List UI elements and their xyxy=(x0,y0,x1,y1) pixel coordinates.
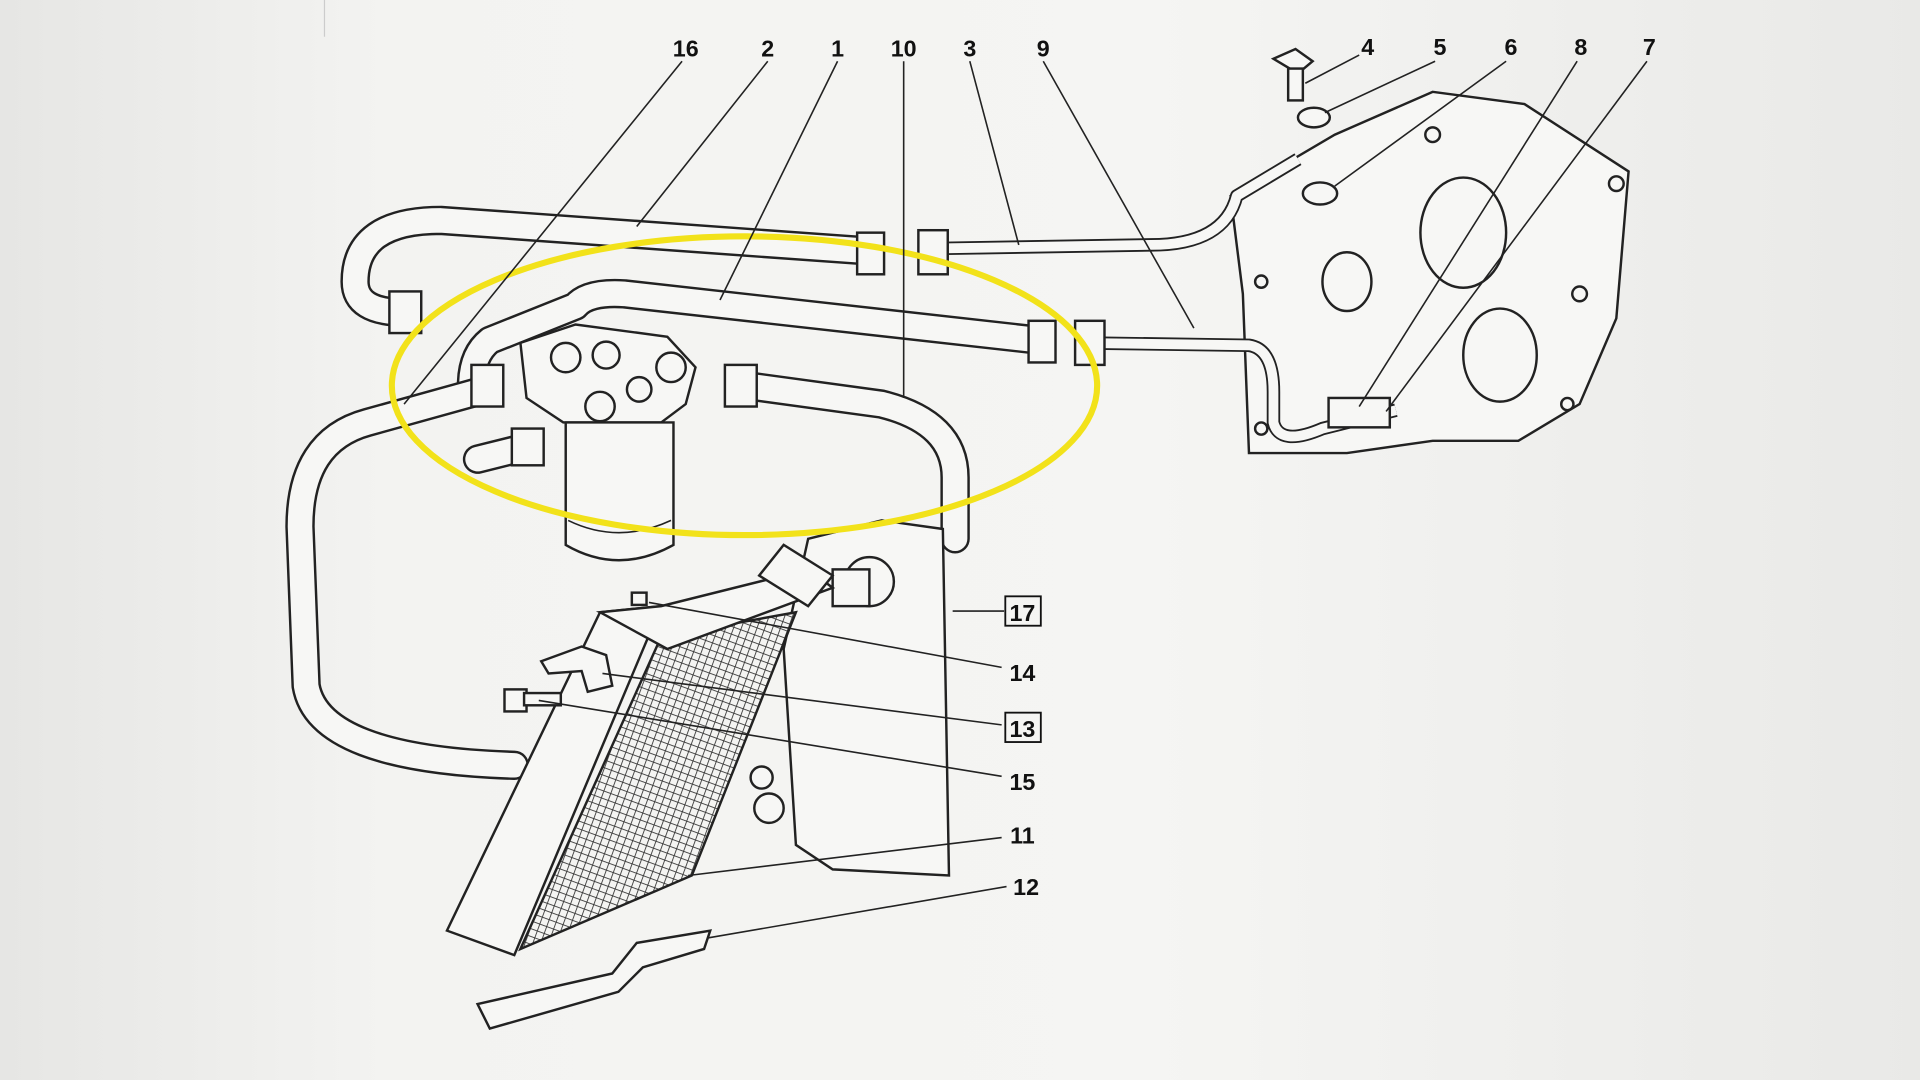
oil-hoses xyxy=(285,205,1056,780)
banjo-bolt xyxy=(1270,47,1339,206)
callout-2: 2 xyxy=(761,35,774,61)
callout-11: 11 xyxy=(1010,823,1035,849)
mounting-bracket xyxy=(749,519,951,877)
callout-7: 7 xyxy=(1643,34,1656,60)
callout-13: 13 xyxy=(1010,716,1036,742)
oil-cooler-radiator xyxy=(445,543,836,957)
hose-fittings xyxy=(388,228,1392,467)
engine-timing-cover xyxy=(1229,90,1630,455)
callout-8: 8 xyxy=(1574,34,1587,60)
callout-4: 4 xyxy=(1361,34,1374,60)
callout-6: 6 xyxy=(1505,34,1518,60)
callout-17-box xyxy=(1004,595,1042,627)
callout-14: 14 xyxy=(1010,660,1036,686)
oil-filter xyxy=(519,323,697,562)
callout-16: 16 xyxy=(673,35,699,61)
callout-5: 5 xyxy=(1434,34,1447,60)
callout-1: 1 xyxy=(831,35,844,61)
callout-10: 10 xyxy=(891,35,917,61)
callout-15: 15 xyxy=(1010,769,1036,795)
small-bracket-and-screw xyxy=(503,645,614,713)
callout-labels: 16 2 1 10 3 9 4 5 6 8 7 17 14 13 15 11 1… xyxy=(673,34,1656,900)
highlight-ellipse xyxy=(388,233,1101,539)
callout-13-box xyxy=(1004,711,1042,743)
callout-17: 17 xyxy=(1010,600,1036,626)
rubber-strip xyxy=(475,929,713,1031)
leader-lines xyxy=(403,54,1648,939)
callout-12: 12 xyxy=(1013,874,1039,900)
callout-3: 3 xyxy=(963,35,976,61)
callout-9: 9 xyxy=(1037,35,1050,61)
rigid-oil-pipes xyxy=(930,153,1398,444)
